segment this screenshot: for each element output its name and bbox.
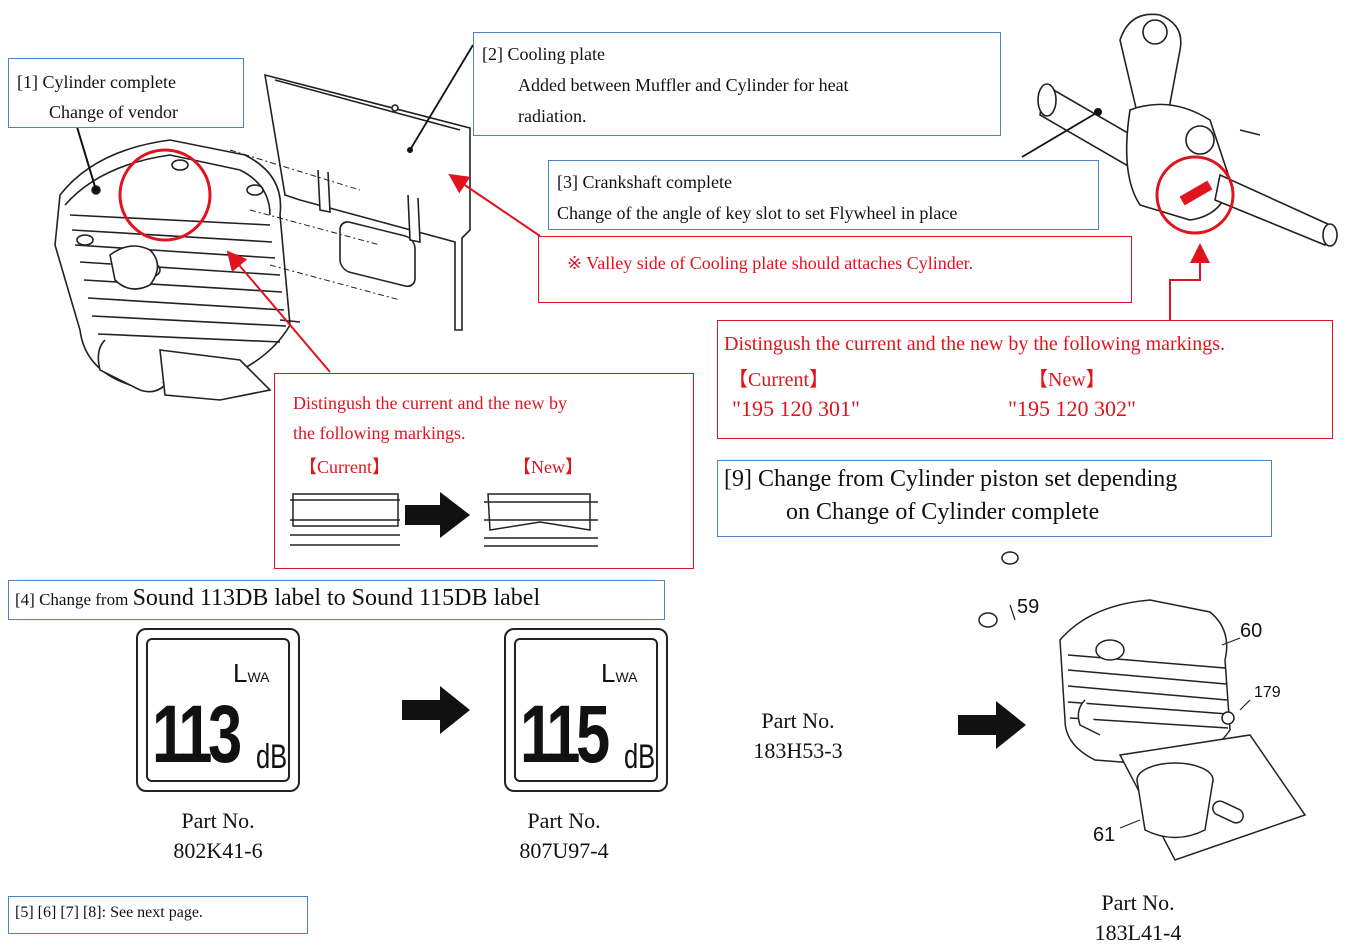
- box4-text: Sound 113DB label to Sound 115DB label: [132, 585, 541, 611]
- crankshaft-box: [3] Crankshaft complete Change of the an…: [548, 160, 1099, 230]
- callout-59: 59: [1017, 596, 1040, 618]
- box4-prefix: [4] Change from: [15, 590, 133, 609]
- unit-db-old: dB: [256, 738, 288, 776]
- sound-label-115: LWA 115 dB: [504, 628, 668, 792]
- crank-current-value: "195 120 301": [732, 396, 860, 421]
- cylinder-markings-box: Distingush the current and the new by th…: [274, 373, 694, 569]
- fin-profile-current: [290, 493, 400, 546]
- box2-desc-1: Added between Muffler and Cylinder for h…: [518, 75, 849, 95]
- part-number: 183H53-3: [753, 738, 843, 763]
- cyl-markings-line2: the following markings.: [293, 423, 466, 443]
- footer-note-text: [5] [6] [7] [8]: See next page.: [15, 904, 203, 921]
- part-title: Part No.: [761, 708, 835, 733]
- box1-desc: Change of vendor: [49, 102, 178, 122]
- callout-179: 179: [1254, 684, 1281, 701]
- part-title: Part No.: [527, 808, 601, 833]
- part-title: Part No.: [1101, 890, 1175, 915]
- cooling-plate-note: ※ Valley side of Cooling plate should at…: [538, 236, 1132, 303]
- box9-line1: [9] Change from Cylinder piston set depe…: [724, 466, 1178, 492]
- sound-value-115: 115: [520, 689, 610, 780]
- unit-db-new: dB: [624, 738, 656, 776]
- part-no-piston-new: Part No. 183L41-4: [1058, 888, 1218, 948]
- cooling-plate-box: [2] Cooling plate Added between Muffler …: [473, 32, 1001, 136]
- box2-desc-2: radiation.: [518, 106, 587, 126]
- part-number: 802K41-6: [173, 838, 263, 863]
- callout-60: 60: [1240, 620, 1263, 642]
- sound-label-113: LWA 113 dB: [136, 628, 300, 792]
- cylinder-drawing: [54, 139, 301, 401]
- crankshaft-drawing: [1037, 13, 1338, 247]
- part-no-piston-old: Part No. 183H53-3: [718, 706, 878, 766]
- callout-61: 61: [1093, 824, 1116, 846]
- cylinder-complete-box: [1] Cylinder complete Change of vendor: [8, 58, 244, 128]
- box3-title: [3] Crankshaft complete: [557, 172, 732, 192]
- crank-new-label: 【New】: [1028, 369, 1106, 391]
- cooling-note-text: ※ Valley side of Cooling plate should at…: [567, 253, 974, 273]
- crank-current-label: 【Current】: [728, 369, 830, 391]
- part-no-label-new: Part No. 807U97-4: [484, 806, 644, 866]
- lwa-label-old: LWA: [233, 658, 270, 688]
- box1-title: [1] Cylinder complete: [17, 72, 176, 92]
- crank-markings-heading: Distingush the current and the new by th…: [724, 333, 1226, 355]
- cyl-current-label: 【Current】: [299, 457, 390, 477]
- piston-set-box: [9] Change from Cylinder piston set depe…: [717, 460, 1272, 537]
- crank-markings-box: Distingush the current and the new by th…: [717, 320, 1333, 439]
- cyl-markings-line1: Distingush the current and the new by: [293, 393, 567, 413]
- part-title: Part No.: [181, 808, 255, 833]
- fin-profile-new: [484, 493, 598, 547]
- sound-label-box: [4] Change from Sound 113DB label to Sou…: [8, 580, 665, 620]
- box2-title: [2] Cooling plate: [482, 44, 605, 64]
- cooling-plate-drawing: [264, 73, 471, 331]
- box9-line2: on Change of Cylinder complete: [786, 499, 1100, 525]
- sound-value-113: 113: [152, 689, 242, 780]
- see-next-page-note: [5] [6] [7] [8]: See next page.: [8, 896, 308, 934]
- part-no-label-old: Part No. 802K41-6: [138, 806, 298, 866]
- part-number: 183L41-4: [1094, 920, 1182, 945]
- piston-set-drawing: [978, 551, 1307, 861]
- lwa-label-new: LWA: [601, 658, 638, 688]
- part-number: 807U97-4: [519, 838, 609, 863]
- box3-desc: Change of the angle of key slot to set F…: [557, 203, 958, 223]
- crank-new-value: "195 120 302": [1008, 396, 1136, 421]
- cyl-new-label: 【New】: [513, 457, 583, 477]
